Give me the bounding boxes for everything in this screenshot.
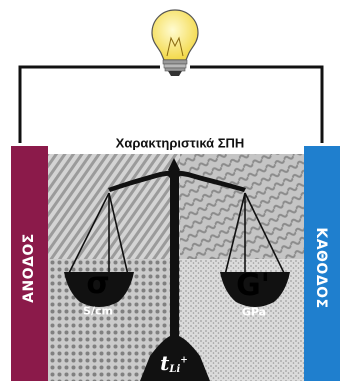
balance-scale-icon [64,158,290,381]
conductivity-unit: S/cm [83,304,113,318]
light-bulb-icon [151,9,199,76]
left-pan [64,272,134,307]
cathode-electrode [304,146,340,381]
right-pan [220,272,290,307]
modulus-symbol: G' [236,268,270,303]
diagram-title: Χαρακτηριστικά ΣΠΗ [115,135,245,151]
anode-label: ΑΝΟΔΟΣ [21,233,37,303]
circuit-wire [18,65,324,143]
transference-superscript: + [180,355,188,366]
transference-subscript: Li [169,364,181,375]
conductivity-symbol: σ [86,266,110,301]
cathode-label: ΚΑΘΟΔΟΣ [313,227,329,309]
transference-number-label: tLi+ [160,351,188,375]
transference-symbol: t [160,351,170,375]
modulus-unit: GPa [241,305,267,319]
anode-electrode [11,146,48,381]
